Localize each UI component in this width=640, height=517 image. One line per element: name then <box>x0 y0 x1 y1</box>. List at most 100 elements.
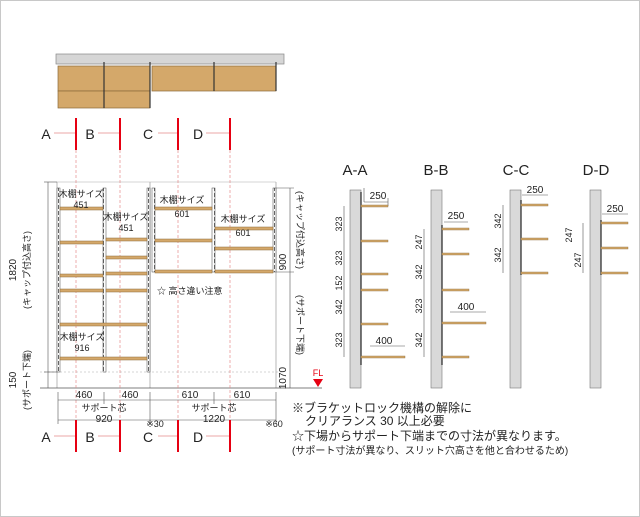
dim-bottom-height: 1070 <box>278 366 289 389</box>
shelf-board <box>214 226 274 231</box>
shelf-size-value: 601 <box>235 228 250 238</box>
note-line-2: クリアランス 30 以上必要 <box>305 414 445 428</box>
shelf-size-value: 916 <box>74 343 89 353</box>
bracket <box>520 271 549 275</box>
shelf-board <box>154 238 213 243</box>
shelf-board <box>59 356 148 361</box>
support-center-label: サポート芯 <box>81 402 126 413</box>
left-dimensions: 1820 (キャップ付込高さ) 150 (サポート下端) <box>8 181 57 410</box>
shelf-board <box>214 269 274 274</box>
plan-box <box>103 65 151 92</box>
shelf-spacing: 152 <box>334 275 344 290</box>
shelf-spacing: 247 <box>414 234 424 249</box>
bracket <box>441 321 487 325</box>
shelf-board <box>59 288 104 293</box>
dim-module-width: 920 <box>96 414 113 425</box>
marker-b: B <box>85 429 94 445</box>
shelf-board <box>214 246 274 251</box>
dim-base-note: (サポート下端) <box>21 350 32 410</box>
fl-label: FL <box>313 368 324 378</box>
shelf-spacing: 342 <box>414 332 424 347</box>
post <box>211 187 216 273</box>
dim-total-height: 1820 <box>8 258 19 281</box>
section-title: A-A <box>342 162 367 179</box>
bracket <box>360 204 389 208</box>
marker-c: C <box>143 126 153 142</box>
shelf-board <box>154 206 213 211</box>
bracket <box>600 246 629 250</box>
dim-total-note: (キャップ付込高さ) <box>21 231 32 309</box>
shelf-size-value: 451 <box>73 200 88 210</box>
section-post <box>509 189 522 389</box>
plan-box <box>57 65 105 92</box>
bracket <box>600 221 629 225</box>
shelf-spacing: 342 <box>334 299 344 314</box>
section-post <box>430 189 443 389</box>
marker-a: A <box>41 126 51 142</box>
shelf-board <box>59 206 104 211</box>
shelf-depth: 250 <box>370 191 387 202</box>
offset-note: ※60 <box>265 419 283 429</box>
bracket <box>520 203 549 207</box>
post <box>272 187 277 273</box>
bracket <box>360 272 389 276</box>
section-bb: B-B 250 400 247 342 323 342 <box>414 162 487 389</box>
section-post <box>349 189 362 389</box>
shelf-spacing: 323 <box>334 216 344 231</box>
dim-width: 460 <box>122 390 139 401</box>
shelf-board <box>59 273 104 278</box>
dim-width: 460 <box>76 390 93 401</box>
plan-box <box>213 65 277 92</box>
shelf-size-value: 451 <box>118 223 133 233</box>
bracket <box>360 288 389 292</box>
section-post <box>589 189 602 389</box>
shelf-board <box>105 271 148 276</box>
plan-box <box>57 90 105 109</box>
bracket <box>600 271 629 275</box>
bracket <box>441 227 470 231</box>
section-markers-top: A B C D <box>41 118 231 150</box>
shelf-depth: 250 <box>607 204 624 215</box>
plan-box <box>103 90 151 109</box>
note-line-3: ☆下場からサポート下端までの寸法が異なります。 <box>292 429 567 443</box>
shelf-depth: 250 <box>527 185 544 196</box>
bracket <box>360 239 389 243</box>
bracket <box>360 322 389 326</box>
shelf-size-label: 木棚サイズ <box>60 331 105 342</box>
bracket <box>441 355 470 359</box>
plan-counter-top <box>55 53 285 65</box>
shelf-size-value: 601 <box>174 209 189 219</box>
dim-base-height: 150 <box>8 371 19 388</box>
dim-module-width: 1220 <box>203 414 226 425</box>
bracket <box>360 355 406 359</box>
shelf-size-label: 木棚サイズ <box>104 211 149 222</box>
bracket <box>441 252 470 256</box>
section-aa: A-A 250 400 323 323 152 342 323 <box>334 162 406 389</box>
shelf-board <box>105 237 148 242</box>
shelf-size-label: 木棚サイズ <box>221 213 266 224</box>
shelf-board <box>105 288 148 293</box>
shelf-spacing: 247 <box>573 252 583 267</box>
shelf-board <box>154 269 213 274</box>
offset-note: ※30 <box>146 419 164 429</box>
section-title: B-B <box>423 162 448 179</box>
marker-d: D <box>193 126 203 142</box>
marker-b: B <box>85 126 94 142</box>
dim-width: 610 <box>234 390 251 401</box>
note-line-1: ※ブラケットロック機構の解除に <box>292 401 473 415</box>
note-line-4: (サポート寸法が異なり、スリット穴高さを他と合わせるため) <box>292 446 569 457</box>
shelf-board <box>59 240 104 245</box>
section-cc: C-C 250 342 342 <box>493 162 549 389</box>
bottom-dimensions: 460 460 610 610 サポート芯 サポート芯 920 1220 ※30… <box>57 390 283 429</box>
dim-top-height: 900 <box>278 253 289 270</box>
shelf-depth: 400 <box>376 336 393 347</box>
right-dimensions: (キャップ付込高さ) 900 (サポート下端) 1070 FL <box>276 187 324 389</box>
bracket <box>441 288 470 292</box>
section-title: C-C <box>503 162 530 179</box>
dim-top-note: (キャップ付込高さ) <box>295 191 306 269</box>
dim-mid-note: (サポート下端) <box>295 295 306 355</box>
post <box>102 187 107 373</box>
plan-view <box>55 53 285 109</box>
shelf-board <box>105 255 148 260</box>
